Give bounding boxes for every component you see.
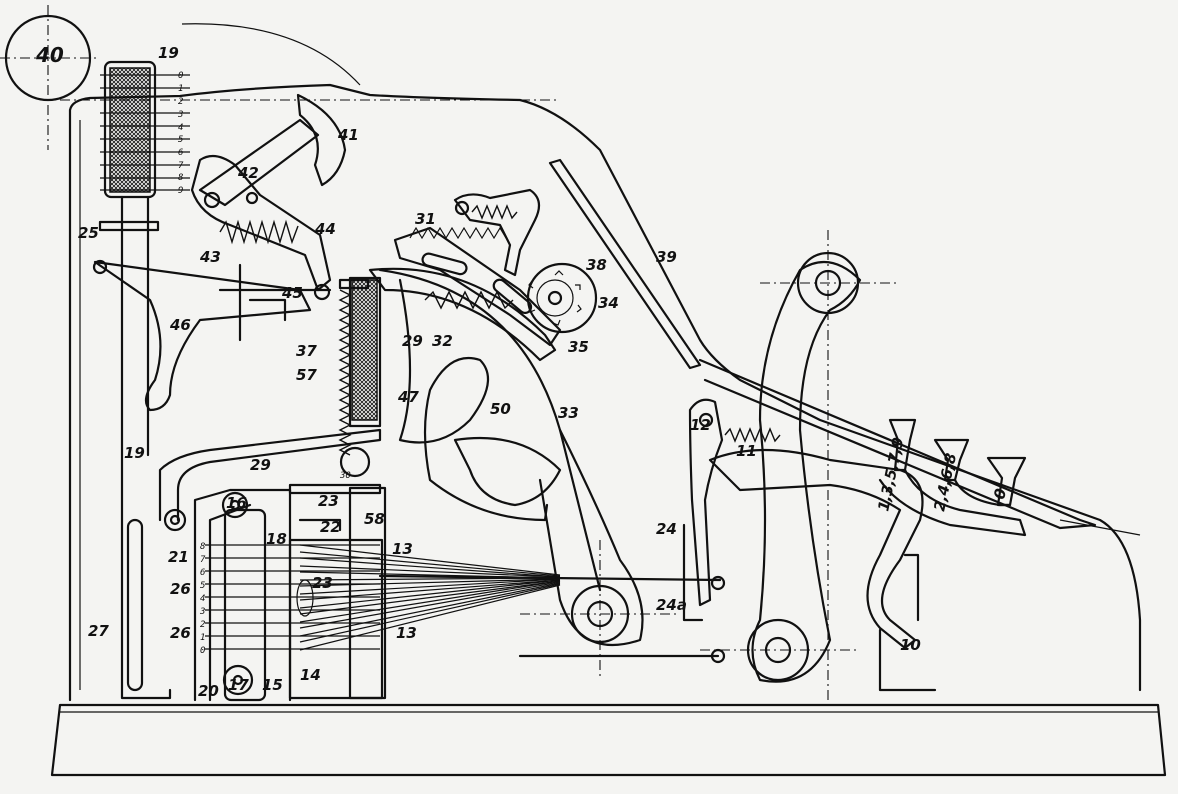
label-13-lower: 13 bbox=[396, 624, 417, 642]
scale-digits: 0 1 2 3 4 5 6 7 8 9 bbox=[177, 71, 184, 196]
scale-digit: 8 bbox=[178, 173, 183, 183]
label-19-bar: 19 bbox=[124, 444, 145, 462]
label-32: 32 bbox=[432, 332, 453, 350]
label-33: 33 bbox=[558, 404, 579, 422]
slot-27 bbox=[126, 518, 144, 692]
label-26-upper: 26 bbox=[170, 580, 191, 598]
label-15: 15 bbox=[262, 676, 283, 694]
stack-digits: 8 7 6 5 4 3 2 1 0 bbox=[199, 542, 206, 656]
label-29-upper: 29 bbox=[402, 332, 423, 350]
label-10: 10 bbox=[900, 636, 921, 654]
label-40: 40 bbox=[35, 43, 64, 67]
label-47: 47 bbox=[397, 388, 419, 406]
stack-digit: 2 bbox=[200, 620, 205, 630]
vertical-bar-19 bbox=[98, 195, 172, 700]
base-plate bbox=[50, 703, 1167, 777]
lever-46 bbox=[92, 259, 312, 412]
label-43: 43 bbox=[199, 248, 221, 266]
stack-digit: 7 bbox=[200, 555, 206, 565]
label-31: 31 bbox=[415, 210, 436, 228]
scale-digit: 5 bbox=[178, 135, 183, 145]
label-58: 58 bbox=[364, 510, 385, 528]
label-11: 11 bbox=[736, 442, 757, 460]
label-14: 14 bbox=[300, 666, 321, 684]
scale-digit: 0 bbox=[178, 71, 183, 81]
label-29-arm: 29 bbox=[250, 456, 271, 474]
stack-digit: 6 bbox=[200, 568, 205, 578]
label-23-lower: 23 bbox=[312, 574, 333, 592]
label-45: 45 bbox=[281, 284, 303, 302]
label-13-upper: 13 bbox=[392, 540, 413, 558]
label-41: 41 bbox=[337, 126, 359, 144]
scale-digit: 3 bbox=[177, 110, 183, 120]
scale-digit: 2 bbox=[178, 97, 183, 107]
register-stack bbox=[193, 488, 384, 702]
label-26-lower: 26 bbox=[170, 624, 191, 642]
label-39: 39 bbox=[656, 248, 677, 266]
label-42: 42 bbox=[237, 164, 259, 182]
arm-29 bbox=[158, 278, 562, 532]
label-18: 18 bbox=[266, 530, 287, 548]
wire-fan-13 bbox=[299, 544, 722, 651]
lever-12-24 bbox=[518, 398, 781, 664]
stack-digit: 4 bbox=[200, 594, 205, 604]
stack-digit: 8 bbox=[200, 542, 205, 552]
label-46: 46 bbox=[169, 316, 191, 334]
label-38: 38 bbox=[586, 256, 607, 274]
key-label-zero: 0 bbox=[990, 487, 1010, 501]
label-37: 37 bbox=[296, 342, 317, 360]
lever-41-assembly bbox=[190, 93, 347, 301]
label-34: 34 bbox=[598, 294, 619, 312]
label-12: 12 bbox=[690, 416, 711, 434]
right-pivot-arm bbox=[700, 230, 900, 700]
stack-digit: 3 bbox=[199, 607, 205, 617]
label-20: 20 bbox=[198, 682, 219, 700]
scale-digit: 7 bbox=[178, 161, 184, 171]
lower-wheel bbox=[520, 428, 680, 680]
bracket-45 bbox=[218, 263, 332, 342]
stack-digit: 1 bbox=[200, 633, 205, 643]
label-16: 16 bbox=[226, 494, 247, 512]
housing-outline bbox=[68, 23, 1142, 702]
part-labels: 40 19 19 41 42 43 44 45 46 25 31 32 33 3… bbox=[35, 43, 1010, 700]
key-label-odd: 1,3,5,7,9 bbox=[874, 436, 907, 513]
rod-39 bbox=[548, 158, 702, 370]
label-17: 17 bbox=[228, 676, 249, 694]
upper-lever bbox=[453, 188, 541, 277]
label-24a: 24a bbox=[656, 596, 687, 614]
label-44: 44 bbox=[314, 220, 336, 238]
scale-digit: 6 bbox=[178, 148, 183, 158]
scale-digit: 4 bbox=[178, 123, 183, 133]
stack-digit: 0 bbox=[200, 646, 205, 656]
scale-digit: 1 bbox=[178, 84, 183, 94]
stack-digit: 5 bbox=[200, 581, 205, 591]
label-21: 21 bbox=[168, 548, 189, 566]
column-47 bbox=[338, 276, 382, 456]
scale-digit: 9 bbox=[178, 186, 183, 196]
label-50: 50 bbox=[490, 400, 511, 418]
label-35: 35 bbox=[568, 338, 589, 356]
sector-31 bbox=[368, 226, 602, 592]
label-57: 57 bbox=[296, 366, 317, 384]
label-23-upper: 23 bbox=[318, 492, 339, 510]
label-19-top: 19 bbox=[158, 44, 179, 62]
gear-34 bbox=[526, 262, 598, 334]
label-25: 25 bbox=[78, 224, 99, 242]
number-scale-19 bbox=[40, 60, 560, 199]
part-40-circle bbox=[0, 5, 100, 150]
key-levers bbox=[698, 358, 1097, 692]
label-30: 30 bbox=[339, 471, 351, 481]
label-27: 27 bbox=[88, 622, 109, 640]
label-22: 22 bbox=[320, 518, 341, 536]
label-24: 24 bbox=[656, 520, 677, 538]
